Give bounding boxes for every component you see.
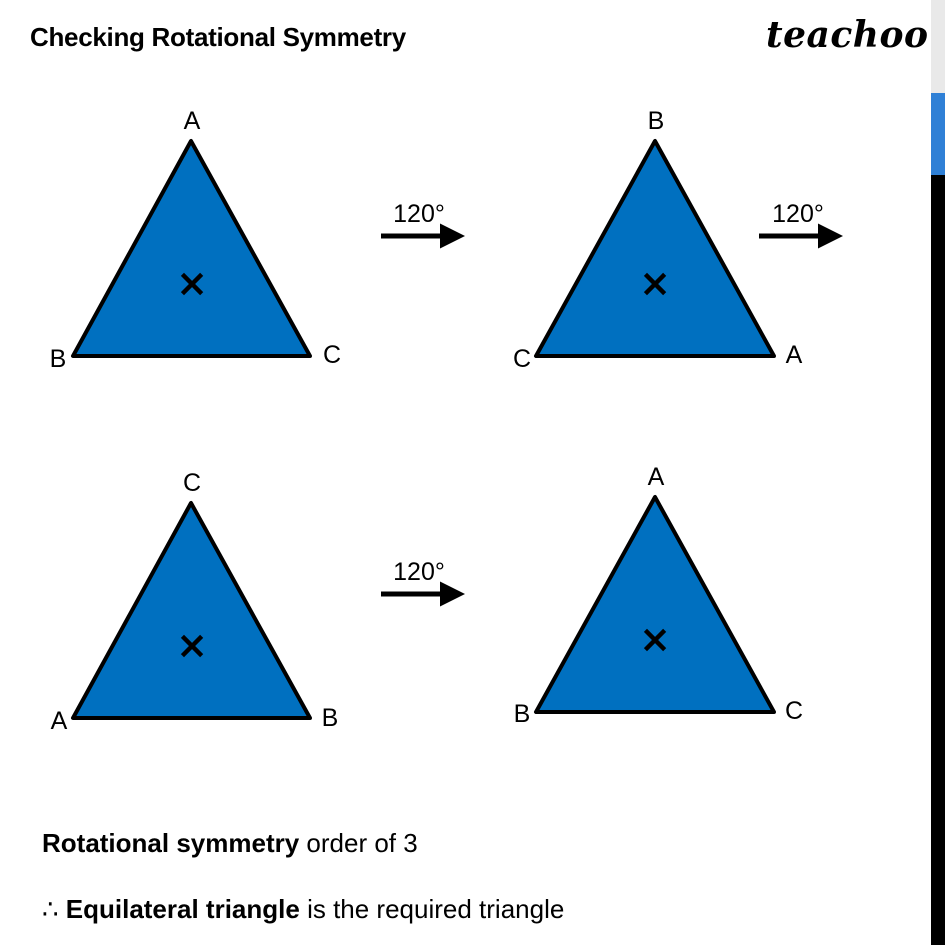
rotation-angle-label: 120° xyxy=(393,200,445,228)
conclusion-text: is the required triangle xyxy=(299,894,565,924)
triangle-1: × A B C xyxy=(50,107,341,373)
vertex-label-right: C xyxy=(785,697,803,725)
vertex-label-right: B xyxy=(322,704,339,732)
conclusion-text: order of 3 xyxy=(299,828,418,858)
vertex-label-top: B xyxy=(648,107,665,135)
triangle-2-shape xyxy=(534,139,776,358)
conclusion-term: Rotational symmetry xyxy=(42,828,300,858)
triangle-3-shape xyxy=(71,501,312,720)
scrollbar-thumb[interactable] xyxy=(931,93,945,175)
triangle-4: × A B C xyxy=(514,463,803,728)
vertex-label-left: B xyxy=(50,345,67,373)
center-mark-icon: × xyxy=(639,617,671,661)
vertex-label-top: A xyxy=(648,463,665,491)
vertex-label-top: A xyxy=(184,107,201,135)
vertex-label-top: C xyxy=(183,469,201,497)
rotation-angle-label: 120° xyxy=(393,558,445,586)
center-mark-icon: × xyxy=(176,261,208,305)
rotation-arrow-1: 120° xyxy=(381,200,465,249)
triangle-1-shape xyxy=(71,139,312,358)
vertex-label-left: B xyxy=(514,700,531,728)
scrollbar[interactable] xyxy=(931,0,945,945)
triangle-2: × B C A xyxy=(513,107,803,373)
vertex-label-right: C xyxy=(323,341,341,369)
vertex-label-left: A xyxy=(51,707,68,735)
conclusion-result: ∴ Equilateral triangle is the required t… xyxy=(42,894,564,925)
page-title: Checking Rotational Symmetry xyxy=(30,22,406,52)
center-mark-icon: × xyxy=(176,623,208,667)
vertex-label-left: C xyxy=(513,345,531,373)
brand-logo: teachoo xyxy=(766,14,929,56)
vertex-label-right: A xyxy=(786,341,803,369)
rotation-arrow-2: 120° xyxy=(759,200,843,249)
triangle-3: × C A B xyxy=(51,469,339,735)
therefore-symbol: ∴ xyxy=(42,894,66,924)
conclusion-order: Rotational symmetry order of 3 xyxy=(42,828,418,859)
rotation-angle-label: 120° xyxy=(772,200,824,228)
conclusion-term: Equilateral triangle xyxy=(65,894,300,924)
rotation-arrow-3: 120° xyxy=(381,558,465,607)
center-mark-icon: × xyxy=(639,261,671,305)
triangle-4-shape xyxy=(534,495,776,714)
